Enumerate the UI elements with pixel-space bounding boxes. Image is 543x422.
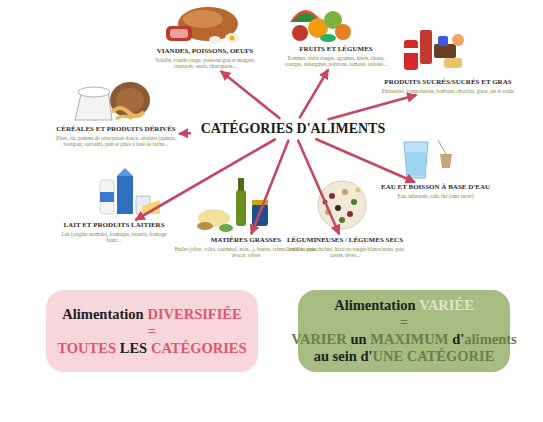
summary-text: UNE CATÉGORIE <box>373 348 495 364</box>
category-node: VIANDES, POISSONS, OEUFS Volaille, viande… <box>145 47 265 70</box>
category-examples: Pommes, fruits rouges, agrumes, kiwis, c… <box>280 55 392 68</box>
category-arrow <box>252 141 289 233</box>
text-line: = <box>400 314 408 331</box>
dairy-illustration <box>100 168 160 214</box>
summary-text: Alimentation <box>62 306 143 322</box>
category-arrow <box>222 72 280 118</box>
category-examples: Lentilles, pois chiches, haricots rouges… <box>283 246 407 259</box>
category-arrow <box>136 140 274 220</box>
summary-box: AlimentationDIVERSIFIÉE=TOUTESLESCATÉGOR… <box>46 290 258 372</box>
category-arrow <box>329 95 416 119</box>
category-examples: Lait (origine animale), fromages, yaourt… <box>58 231 170 244</box>
text-line: AlimentationDIVERSIFIÉE <box>62 306 241 323</box>
text-line: VARIERunMAXIMUMd'aliments <box>291 331 516 348</box>
summary-text: VARIER <box>291 331 346 347</box>
category-arrow <box>298 141 339 234</box>
category-title: LÉGUMINEUSES / LÉGUMES SECS <box>283 236 407 244</box>
central-title: CATÉGORIES D'ALIMENTS <box>193 120 393 138</box>
category-examples: Volaille, viande rouge, poissons gras et… <box>145 57 265 70</box>
summary-text: d' <box>452 331 464 347</box>
category-arrow <box>300 70 328 117</box>
summary-text: TOUTES <box>57 340 116 356</box>
summary-text: VARIÉE <box>419 297 474 313</box>
category-title: PRODUITS SUCRÉS/SUCRÉS ET GRAS <box>378 78 518 86</box>
summary-text: un <box>350 331 366 347</box>
category-node: CÉRÉALES ET PRODUITS DÉRIVÉS Pâtes, riz, … <box>55 125 177 148</box>
summary-text: = <box>148 323 156 339</box>
meat-illustration <box>166 7 239 44</box>
summary-box: AlimentationVARIÉE=VARIERunMAXIMUMd'alim… <box>298 290 510 372</box>
category-title: VIANDES, POISSONS, OEUFS <box>145 47 265 55</box>
summary-text: LES <box>120 340 147 356</box>
water-illustration <box>404 140 452 178</box>
category-arrow <box>316 139 414 182</box>
category-title: CÉRÉALES ET PRODUITS DÉRIVÉS <box>55 125 177 133</box>
summary-text: MAXIMUM <box>370 331 448 347</box>
summary-text: DIVERSIFIÉE <box>147 306 241 322</box>
text-line: au sein d'UNE CATÉGORIE <box>314 348 495 365</box>
category-node: LAIT ET PRODUITS LAITIERS Lait (origine a… <box>58 221 170 244</box>
category-node: EAU ET BOISSON À BASE D'EAU Eau, infusion… <box>378 183 493 199</box>
category-arrow <box>180 132 190 135</box>
category-node: PRODUITS SUCRÉS/SUCRÉS ET GRAS Pâtisserie… <box>378 78 518 94</box>
text-line: TOUTESLESCATÉGORIES <box>57 340 246 357</box>
category-examples: Pâtisseries, viennoiseries, bonbons, cho… <box>378 88 518 94</box>
text-line: = <box>148 323 156 340</box>
category-title: FRUITS ET LÉGUMES <box>280 45 392 53</box>
fruits-illustration <box>290 10 351 42</box>
category-examples: Pâtes, riz, pomme de terre/patate douce,… <box>55 135 177 148</box>
sweets-illustration <box>404 30 464 70</box>
category-examples: Eau, infusions, café, thé (sans sucre) <box>378 193 493 199</box>
central-node: CATÉGORIES D'ALIMENTS <box>193 120 393 138</box>
text-line: AlimentationVARIÉE <box>334 297 474 314</box>
summary-text: aliments <box>464 331 516 347</box>
summary-text: au sein d' <box>314 348 373 364</box>
summary-text: CATÉGORIES <box>151 340 247 356</box>
category-node: FRUITS ET LÉGUMES Pommes, fruits rouges, … <box>280 45 392 68</box>
category-title: LAIT ET PRODUITS LAITIERS <box>58 221 170 229</box>
category-title: EAU ET BOISSON À BASE D'EAU <box>378 183 493 191</box>
category-node: LÉGUMINEUSES / LÉGUMES SECS Lentilles, po… <box>283 236 407 259</box>
fats-illustration <box>197 178 268 232</box>
summary-text: = <box>400 314 408 330</box>
cereals-illustration <box>75 82 150 120</box>
summary-text: Alimentation <box>334 297 415 313</box>
